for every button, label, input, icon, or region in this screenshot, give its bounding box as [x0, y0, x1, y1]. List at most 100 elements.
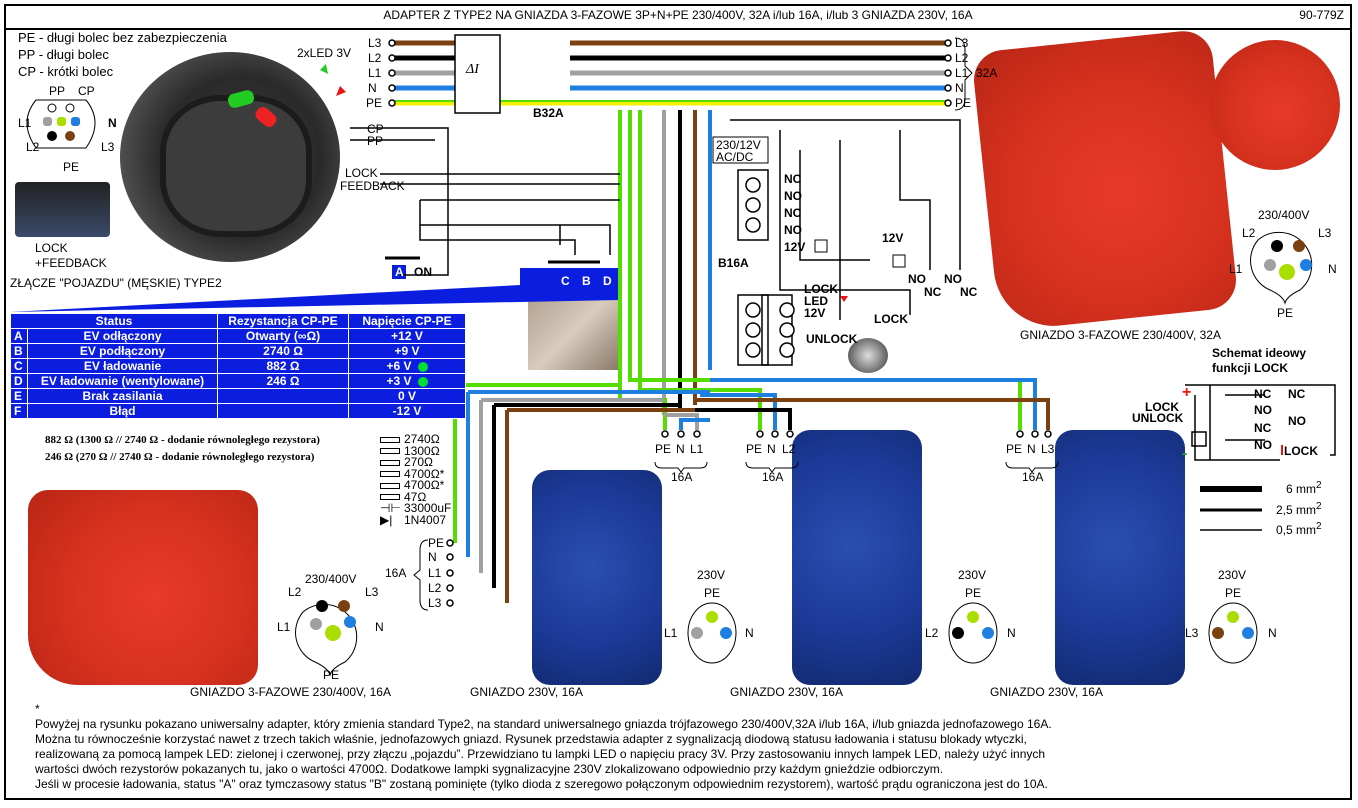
sp2-l: L2	[782, 442, 796, 456]
switch-b-label: B	[582, 274, 591, 288]
brace-32a	[954, 37, 973, 111]
socket-230-pinouts	[687, 602, 1258, 664]
s230-2-n: N	[1007, 626, 1016, 640]
legend-item: 2740Ω	[380, 433, 451, 446]
out-l3-label: L3	[955, 36, 969, 50]
s230-2-pe: PE	[965, 586, 982, 600]
s16-l1: L1	[277, 620, 291, 634]
minus-sign: -	[1182, 445, 1188, 462]
status-text: EV ładowanie	[27, 358, 218, 374]
braces-16a	[413, 461, 1059, 611]
sp3-n: N	[1027, 442, 1036, 456]
pp-pin-description: PP - długi bolec	[18, 47, 109, 62]
lock-schematic-title-1: Schemat ideowy	[1212, 346, 1307, 360]
type2-l1-label: L1	[18, 116, 32, 130]
status-resistance-value: Otwarty (∞Ω)	[245, 329, 321, 343]
ls-nc-3: NC	[1254, 421, 1272, 435]
status-letter: F	[10, 403, 28, 419]
breaker-b16a-label: B16A	[718, 256, 749, 270]
s230-1-phase: L1	[664, 626, 678, 640]
legend-item: 1300Ω	[380, 445, 451, 458]
status-text: Brak zasilania	[27, 388, 218, 404]
status-voltage: +6 V	[348, 358, 466, 374]
type2-l2-label: L2	[26, 140, 40, 154]
type2-pe-label: PE	[63, 160, 80, 174]
relay2-nc-1: NC	[924, 285, 942, 299]
note-line: Jeśli w procesie ładowania, status "A" o…	[35, 777, 1048, 791]
note-line: wartości dwóch rezystorów pokazanych tu,…	[35, 762, 944, 776]
component-legend: 2740Ω 1300Ω 270Ω 4700Ω* 4700Ω* 47Ω ⊣⊢330…	[380, 433, 452, 526]
status-resistance	[217, 388, 349, 404]
sp3-pe: PE	[1006, 442, 1023, 456]
status-resistance: Otwarty (∞Ω)	[217, 328, 349, 344]
plus-sign: +	[1182, 384, 1192, 401]
relay-contact-nc-2: NC	[784, 206, 802, 220]
ls-no-1: NO	[1254, 403, 1272, 417]
note-line: Powyżej na rysunku pokazano uniwersalny …	[35, 717, 1052, 731]
resistor-note-1: 882 Ω (1300 Ω // 2740 Ω - dodanie równol…	[45, 434, 320, 446]
out16-n-label: N	[428, 550, 437, 564]
sp1-pe: PE	[655, 442, 672, 456]
key-unlock-label[interactable]: UNLOCK	[806, 332, 858, 346]
socket-230-l3-photo	[1055, 430, 1185, 685]
switch-c-label: C	[561, 274, 570, 288]
sp2-n: N	[767, 442, 776, 456]
status-letter-value: B	[14, 344, 23, 358]
switch-a-label: A	[395, 265, 404, 279]
resistor-note-2: 246 Ω (270 Ω // 2740 Ω - dodanie równole…	[45, 451, 315, 463]
ls-nc-1: NC	[1254, 387, 1272, 401]
key-lock-label[interactable]: LOCK	[874, 312, 908, 326]
relay2-nc-2: NC	[960, 285, 978, 299]
resistor-icon	[380, 494, 400, 501]
wire-legend-6: 6 mm2	[1286, 480, 1322, 496]
lock-led-label-2: LED	[804, 294, 828, 308]
s230-1-pe: PE	[704, 586, 721, 600]
out-n-label: N	[955, 81, 964, 95]
ls-no-3: NO	[1254, 438, 1272, 452]
notes-asterisk: *	[35, 702, 40, 716]
out16-l1-label: L1	[428, 566, 442, 580]
s16-caption: GNIAZDO 3-FAZOWE 230/400V, 16A	[190, 685, 391, 699]
type2-n-label: N	[108, 116, 117, 130]
diagram-frame	[4, 4, 1352, 800]
legend-item: 47Ω	[380, 491, 451, 504]
s230-1-voltage: 230V	[697, 568, 726, 582]
switch-on-label: ON	[414, 265, 432, 279]
socket-32a-lid-photo	[1210, 40, 1340, 170]
status-resistance-value: 2740 Ω	[263, 344, 303, 358]
s230-3-n: N	[1268, 626, 1277, 640]
s16-n: N	[375, 620, 384, 634]
status-text-value: EV podłączony	[79, 344, 166, 358]
relay-coil-2	[892, 254, 906, 268]
status-voltage-value: +3 V	[386, 374, 412, 388]
wire-legend-0-5: 0,5 mm2	[1276, 521, 1322, 537]
socket-32a-pinout	[1250, 231, 1313, 305]
status-text: EV odłączony	[27, 328, 218, 344]
s32-l1: L1	[1229, 262, 1243, 276]
note-line: realizowaną za pomocą lampek LED: zielon…	[35, 747, 1046, 761]
switch-d-label: D	[603, 274, 612, 288]
socket-230-l2-photo	[792, 430, 922, 685]
sp1-l: L1	[690, 442, 704, 456]
s230-2-voltage: 230V	[958, 568, 987, 582]
out16-l3-label: L3	[428, 596, 442, 610]
socket-16a-3phase-pinout	[295, 600, 358, 677]
blue-banner	[10, 282, 620, 312]
s16-pe: PE	[323, 668, 340, 682]
relay-contact-no-1: NO	[784, 189, 802, 203]
legend-item: ⊣⊢33000uF	[380, 501, 452, 515]
header-resistance: Rezystancja CP-PE	[217, 313, 349, 329]
terminals	[388, 39, 952, 107]
status-text-value: Błąd	[109, 404, 136, 418]
relay-contact-no-2: NO	[784, 223, 802, 237]
status-text: EV ładowanie (wentylowane)	[27, 373, 218, 389]
sp3-l: L3	[1041, 442, 1055, 456]
s32-voltage: 230/400V	[1258, 208, 1310, 222]
breaker-b32a-label: B32A	[533, 106, 564, 120]
s32-l3: L3	[1318, 226, 1332, 240]
green-led-icon	[417, 376, 428, 387]
